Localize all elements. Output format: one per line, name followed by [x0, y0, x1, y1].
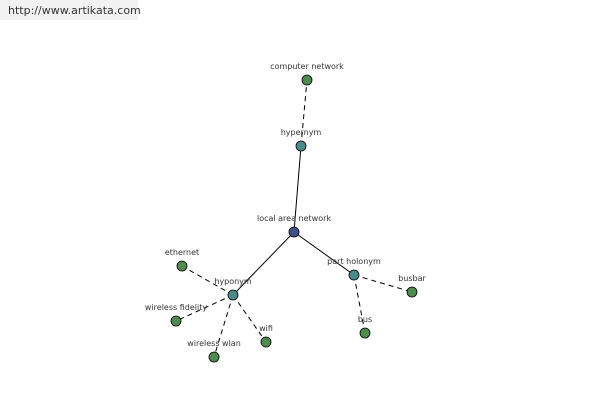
term-node-busbar[interactable]: busbar [398, 274, 427, 298]
edge-hyponym-to-wifi [232, 294, 267, 343]
edge-hyponym-to-wireless-fidelity [175, 294, 234, 322]
edge-center-to-part-holonym [293, 231, 355, 276]
edge-center-to-hyponym [232, 231, 295, 296]
relation-node-marker[interactable] [348, 269, 360, 281]
edge-hyponym-to-wireless-wlan [213, 294, 234, 358]
term-node-label: busbar [398, 274, 426, 283]
term-node-bus[interactable]: bus [358, 315, 372, 339]
relation-node-marker[interactable] [295, 140, 307, 152]
graph-edges [175, 79, 413, 358]
edge-part-holonym-to-busbar [353, 274, 413, 293]
relation-node-label: hypernym [281, 128, 322, 137]
term-node-marker[interactable] [301, 74, 313, 86]
term-node-marker[interactable] [170, 315, 182, 327]
term-node-label: wifi [259, 324, 273, 333]
edge-hyponym-to-ethernet [181, 265, 234, 296]
term-node-wireless-wlan[interactable]: wireless wlan [187, 339, 241, 363]
term-node-ethernet[interactable]: ethernet [165, 248, 199, 272]
center-node-label: local area network [257, 214, 331, 223]
term-node-marker[interactable] [176, 260, 188, 272]
source-url-banner[interactable]: http://www.artikata.com [0, 0, 141, 20]
term-node-label: wireless fidelity [145, 303, 207, 312]
center-node-marker[interactable] [288, 226, 300, 238]
edge-center-to-hypernym [293, 145, 302, 233]
relation-node-label: hyponym [214, 277, 252, 286]
term-node-label: bus [358, 315, 372, 324]
term-node-label: ethernet [165, 248, 199, 257]
term-node-marker[interactable] [359, 327, 371, 339]
relation-node-part-holonym[interactable]: part holonym [327, 257, 381, 281]
term-node-marker[interactable] [260, 336, 272, 348]
term-node-wifi[interactable]: wifi [259, 324, 273, 348]
center-node-local-area-network[interactable]: local area network [257, 214, 331, 238]
term-node-label: wireless wlan [187, 339, 241, 348]
relation-node-marker[interactable] [227, 289, 239, 301]
edge-hypernym-to-computer-network [300, 79, 308, 147]
relation-node-label: part holonym [327, 257, 381, 266]
graph-nodes: computer network hypernym ethernet wireless… [145, 62, 427, 363]
term-node-label: computer network [270, 62, 344, 71]
relation-node-hypernym[interactable]: hypernym [281, 128, 322, 152]
term-node-computer-network[interactable]: computer network [270, 62, 344, 86]
term-node-wireless-fidelity[interactable]: wireless fidelity [145, 303, 207, 327]
relation-node-hyponym[interactable]: hyponym [214, 277, 252, 301]
edge-part-holonym-to-bus [353, 274, 366, 334]
term-node-marker[interactable] [406, 286, 418, 298]
term-node-marker[interactable] [208, 351, 220, 363]
